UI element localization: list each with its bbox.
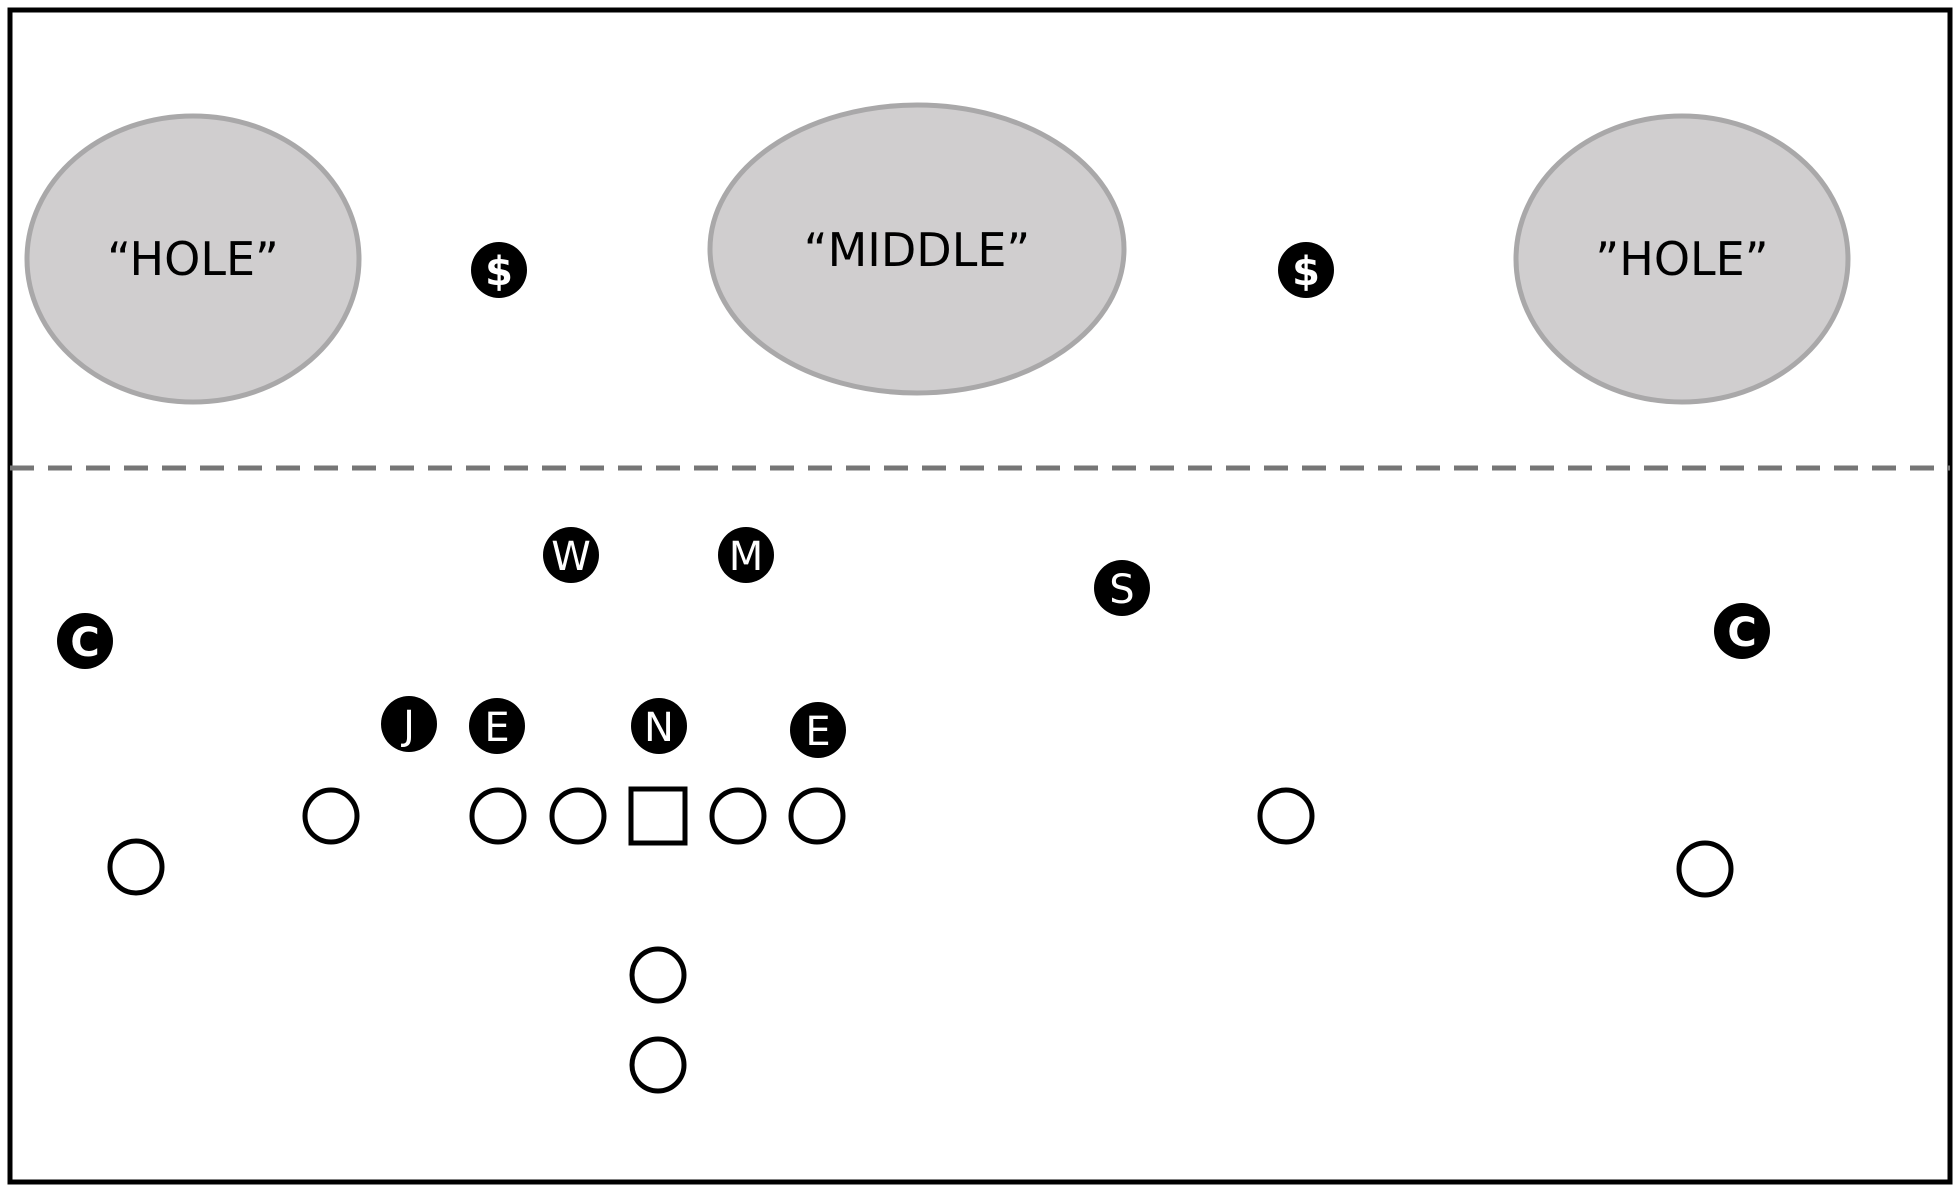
- defender-marker: [790, 702, 846, 758]
- defender-label: M: [729, 534, 764, 580]
- defender-marker: [543, 527, 599, 583]
- defender-corner-left: C: [57, 613, 113, 669]
- zone-right-hole: ”HOLE”: [1513, 113, 1851, 405]
- zone-ellipse: [24, 113, 362, 405]
- defender-label: N: [644, 705, 674, 751]
- zone-ellipse: [707, 102, 1127, 396]
- defender-label: E: [805, 709, 830, 755]
- offense-slot-right: [1257, 787, 1315, 845]
- defender-marker: [631, 698, 687, 754]
- defender-marker: [381, 696, 437, 752]
- defender-corner-right: C: [1714, 603, 1770, 659]
- defender-end-right: E: [790, 702, 846, 758]
- defender-sam: S: [1094, 560, 1150, 616]
- offense-split-end-right: [1676, 840, 1734, 898]
- defender-marker: [57, 613, 113, 669]
- defender-nose: N: [631, 698, 687, 754]
- zone-label-left-hole: “HOLE”: [107, 232, 279, 286]
- offense-split-end-left: [107, 838, 165, 896]
- defender-label: $: [485, 249, 513, 295]
- defender-dollar-right: $: [1278, 242, 1334, 298]
- offense-guard-right: [709, 787, 767, 845]
- offense-tackle-left: [469, 787, 527, 845]
- defender-label: C: [1727, 610, 1756, 656]
- zone-label-middle: “MIDDLE”: [804, 223, 1030, 277]
- defender-marker: [1278, 242, 1334, 298]
- defender-end-left: E: [469, 698, 525, 754]
- offense-guard-left: [549, 787, 607, 845]
- zone-left-hole: “HOLE”: [24, 113, 362, 405]
- offense-quarterback: [629, 946, 687, 1004]
- defender-will: W: [543, 527, 599, 583]
- zone-middle: “MIDDLE”: [707, 102, 1127, 396]
- defender-label: C: [70, 620, 99, 666]
- offense-running-back: [629, 1036, 687, 1094]
- offense-tackle-right: [788, 787, 846, 845]
- defender-label: S: [1109, 567, 1134, 613]
- defender-label: E: [484, 705, 509, 751]
- zone-ellipse: [1513, 113, 1851, 405]
- zone-label-right-hole: ”HOLE”: [1595, 232, 1768, 286]
- defender-dollar-left: $: [471, 242, 527, 298]
- defender-label: $: [1292, 249, 1320, 295]
- defender-marker: [471, 242, 527, 298]
- defender-marker: [718, 527, 774, 583]
- defender-label: J: [400, 703, 415, 749]
- defender-marker: [1094, 560, 1150, 616]
- offense: [107, 786, 1734, 1094]
- defender-mike: M: [718, 527, 774, 583]
- defender-marker: [469, 698, 525, 754]
- offense-center: [628, 786, 688, 846]
- defender-jack: J: [381, 696, 437, 752]
- defender-label: W: [551, 534, 591, 580]
- offense-slot-left: [302, 787, 360, 845]
- defender-marker: [1714, 603, 1770, 659]
